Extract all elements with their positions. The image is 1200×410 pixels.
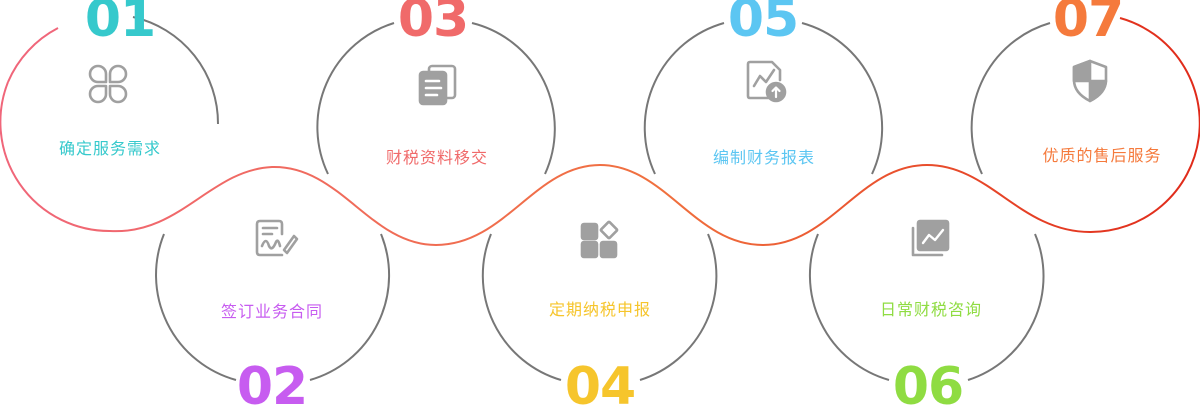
step-7-label: 优质的售后服务	[1042, 146, 1161, 165]
step-5-label: 编制财务报表	[713, 148, 815, 167]
step-6-number: 06	[893, 357, 963, 406]
connector-wave	[0, 17, 1200, 247]
step-2-label: 签订业务合同	[221, 302, 323, 321]
step-3-label: 财税资料移交	[386, 148, 488, 167]
step-3-ring-right	[471, 22, 556, 175]
step-4-label: 定期纳税申报	[549, 300, 651, 319]
step-6-ring	[808, 233, 890, 381]
step-6-label: 日常财税咨询	[880, 300, 982, 319]
connector-wave-left-top	[7, 27, 59, 83]
step-3-ring	[316, 22, 395, 175]
step-4-ring	[481, 233, 562, 381]
line-chart-icon	[911, 219, 950, 257]
step-7-ring	[970, 22, 1051, 175]
step-2-ring	[155, 233, 237, 381]
documents-icon	[418, 64, 457, 106]
step-2-number: 02	[237, 357, 307, 406]
step-6-ring-right	[967, 233, 1045, 381]
step-5-ring-right	[801, 22, 884, 175]
step-4-ring-right	[639, 233, 718, 381]
step-1-label: 确定服务需求	[59, 139, 161, 158]
step-1-ring	[132, 16, 220, 125]
step-4-number: 04	[565, 357, 635, 406]
step-2-ring-right	[309, 233, 391, 381]
step-1-number: 01	[85, 0, 155, 49]
clover-icon	[88, 64, 128, 104]
contract-sign-icon	[255, 219, 299, 257]
step-3-number: 03	[398, 0, 468, 49]
step-5-ring	[643, 22, 725, 175]
apps-grid-icon	[580, 220, 619, 259]
shield-icon	[1072, 59, 1108, 103]
chart-report-icon	[746, 60, 787, 103]
step-7-number: 07	[1053, 0, 1123, 49]
step-5-number: 05	[728, 0, 798, 49]
